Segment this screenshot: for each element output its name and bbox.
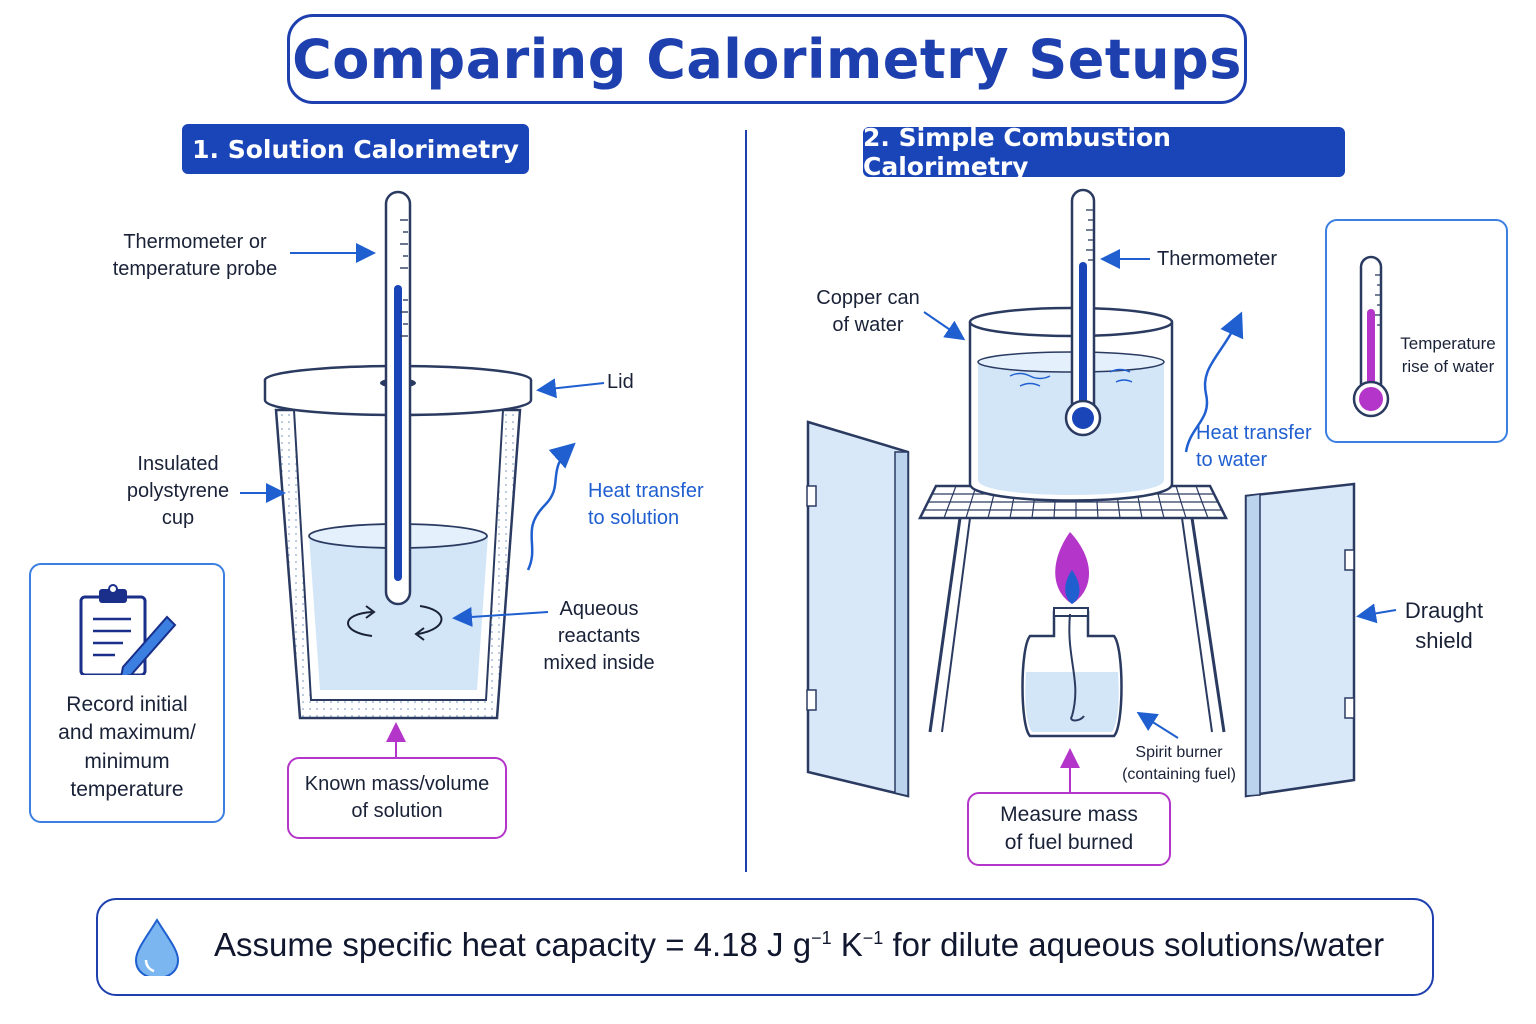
page-title: Comparing Calorimetry Setups bbox=[292, 27, 1242, 91]
specific-heat-statement: Assume specific heat capacity = 4.18 J g… bbox=[214, 926, 1385, 963]
label-lid: Lid bbox=[607, 371, 634, 393]
solution-liquid bbox=[309, 536, 488, 690]
stir-arrow-left bbox=[347, 611, 373, 637]
label-thermometer-probe: Thermometer or temperature probe bbox=[112, 231, 278, 280]
burner-wick bbox=[1068, 613, 1085, 722]
label-draught-shield: Draught shield bbox=[1404, 598, 1484, 653]
section-heading-combustion: 2. Simple Combustion Calorimetry bbox=[863, 123, 1345, 181]
label-thermometer: Thermometer bbox=[1157, 248, 1278, 270]
label-aqueous-reactants: Aqueous reactants mixed inside bbox=[543, 598, 655, 674]
title-box: Comparing Calorimetry Setups bbox=[287, 14, 1247, 104]
thermometer-icon bbox=[1352, 255, 1390, 418]
stir-arrow-right bbox=[417, 605, 443, 635]
heat-transfer-arrow-solution bbox=[526, 442, 576, 571]
label-copper-can: Copper can of water bbox=[816, 287, 920, 336]
flame-icon bbox=[1055, 532, 1089, 604]
specific-heat-footer: Assume specific heat capacity = 4.18 J g… bbox=[96, 898, 1434, 996]
label-heat-transfer-water: Heat transfer to water bbox=[1196, 422, 1312, 471]
label-spirit-burner: Spirit burner (containing fuel) bbox=[1122, 744, 1236, 783]
label-insulated-cup: Insulated polystyrene cup bbox=[126, 453, 230, 529]
measure-fuel-mass-note: Measure mass of fuel burned bbox=[967, 792, 1171, 866]
section-heading-solution: 1. Solution Calorimetry bbox=[182, 124, 529, 174]
draught-shield-left bbox=[806, 420, 910, 798]
heat-transfer-arrow-water bbox=[1184, 311, 1244, 453]
section-divider bbox=[745, 130, 747, 872]
label-heat-transfer-solution: Heat transfer to solution bbox=[588, 480, 704, 529]
draught-shield-right bbox=[1244, 482, 1356, 798]
temperature-rise-note: Temperature rise of water bbox=[1325, 219, 1508, 443]
water-drop-icon bbox=[134, 918, 180, 976]
clipboard-pencil-icon bbox=[79, 584, 177, 675]
known-mass-note: Known mass/volume of solution bbox=[287, 757, 507, 839]
record-temperature-note: Record initial and maximum/ minimum temp… bbox=[29, 563, 225, 823]
